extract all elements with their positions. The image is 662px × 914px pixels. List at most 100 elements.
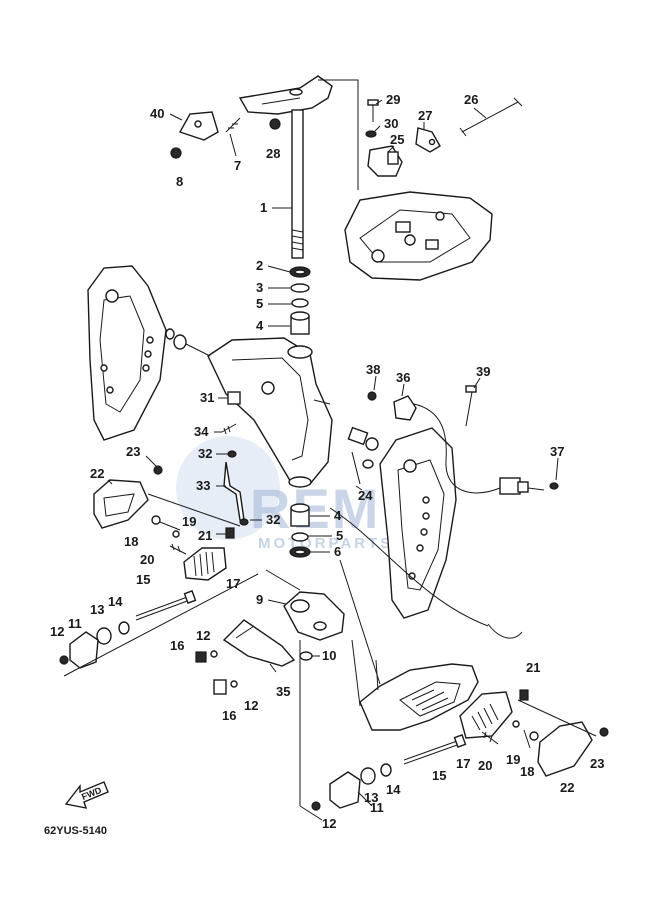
svg-text:4: 4 (334, 508, 342, 523)
callout-22b: 22 (560, 780, 574, 795)
callout-12a: 12 (50, 624, 64, 639)
leader-lines (63, 493, 597, 821)
steering-bracket (238, 75, 333, 115)
bolt-20a (169, 543, 187, 555)
clip-24 (351, 451, 374, 485)
callout-35: 35 (269, 663, 290, 699)
callout-12b: 12 (196, 628, 210, 643)
svg-text:23: 23 (126, 444, 140, 459)
callout-37: 37 (550, 444, 564, 481)
svg-text:17: 17 (226, 576, 240, 591)
callout-20a: 20 (140, 552, 154, 567)
clamp-bracket-left (87, 265, 167, 441)
bracket-17a (183, 547, 227, 581)
o-ring-10 (299, 651, 313, 661)
bracket-17b (459, 691, 513, 739)
callout-14a: 14 (108, 594, 123, 609)
svg-text:25: 25 (390, 132, 404, 147)
callout-29: 29 (375, 92, 400, 107)
callout-19b: 19 (506, 752, 520, 767)
fwd-arrow-icon: FWD (64, 781, 109, 809)
callout-21b: 21 (526, 660, 540, 675)
collar-21a (225, 527, 235, 539)
svg-text:33: 33 (196, 478, 210, 493)
callout-26: 26 (464, 92, 487, 119)
callout-9: 9 (256, 592, 287, 607)
mount-13a (96, 627, 112, 645)
callout-25: 25 (387, 132, 404, 153)
svg-text:22: 22 (560, 780, 574, 795)
svg-text:14: 14 (108, 594, 123, 609)
callout-5b: 5 (308, 528, 343, 543)
callout-16b: 16 (222, 708, 236, 723)
svg-text:7: 7 (234, 158, 241, 173)
callout-6: 6 (310, 544, 341, 559)
callout-38: 38 (366, 362, 380, 391)
washer-14a (118, 621, 130, 635)
screw-23b (599, 727, 609, 737)
svg-text:9: 9 (256, 592, 263, 607)
svg-text:13: 13 (364, 790, 378, 805)
callout-2: 2 (256, 258, 291, 273)
callout-23a: 23 (126, 444, 157, 467)
callout-24: 24 (355, 485, 373, 503)
callout-39: 39 (473, 364, 490, 389)
ring-3 (290, 283, 310, 293)
bolt-15a (135, 590, 197, 621)
svg-text:13: 13 (90, 602, 104, 617)
washer-12c (230, 680, 238, 688)
svg-text:17: 17 (456, 756, 470, 771)
callout-1: 1 (260, 200, 292, 215)
screw-23 (153, 465, 163, 475)
svg-text:22: 22 (90, 466, 104, 481)
diagram-code: 62YUS-5140 (44, 825, 107, 837)
svg-text:39: 39 (476, 364, 490, 379)
washer-30 (365, 130, 377, 138)
leader-plate (318, 79, 359, 190)
bolt-18b (523, 729, 539, 749)
cover-35 (222, 619, 296, 667)
washer-6 (289, 546, 311, 558)
callout-28: 28 (266, 146, 280, 161)
bolt-15b (403, 734, 467, 765)
callout-18b: 18 (520, 764, 534, 779)
cover-22 (93, 479, 149, 529)
svg-text:34: 34 (194, 424, 209, 439)
mount-11b (329, 771, 361, 809)
callout-14b: 14 (386, 782, 401, 797)
svg-text:8: 8 (176, 174, 183, 189)
callout-40: 40 (150, 106, 183, 121)
callout-15a: 15 (136, 572, 150, 587)
callout-20b: 20 (478, 758, 492, 773)
callout-30: 30 (373, 116, 398, 133)
washer-14b (380, 763, 392, 777)
svg-text:21: 21 (198, 528, 212, 543)
svg-text:2: 2 (256, 258, 263, 273)
nut-28 (269, 118, 281, 130)
mount-13b (360, 767, 376, 785)
svg-text:18: 18 (520, 764, 534, 779)
svg-text:38: 38 (366, 362, 380, 377)
callout-7: 7 (229, 133, 241, 173)
svg-text:12: 12 (196, 628, 210, 643)
o-ring-5 (291, 298, 309, 308)
washer-2 (289, 266, 311, 278)
svg-text:27: 27 (418, 108, 432, 123)
svg-text:19: 19 (506, 752, 520, 767)
callout-17a: 17 (226, 576, 240, 591)
bolt-34 (221, 423, 237, 435)
switch-25 (367, 145, 403, 177)
bolt-37 (549, 482, 559, 490)
steering-shaft (291, 109, 304, 259)
collar-21b (519, 689, 529, 701)
callout-31: 31 (200, 390, 228, 405)
svg-text:35: 35 (276, 684, 290, 699)
callout-23b: 23 (590, 756, 604, 771)
callout-11b: 11 (357, 791, 384, 815)
svg-text:11: 11 (370, 800, 384, 815)
svg-text:15: 15 (136, 572, 150, 587)
callout-4b: 4 (310, 508, 342, 523)
bushing-4b (290, 503, 310, 527)
washer-12b (210, 650, 218, 658)
svg-text:28: 28 (266, 146, 280, 161)
